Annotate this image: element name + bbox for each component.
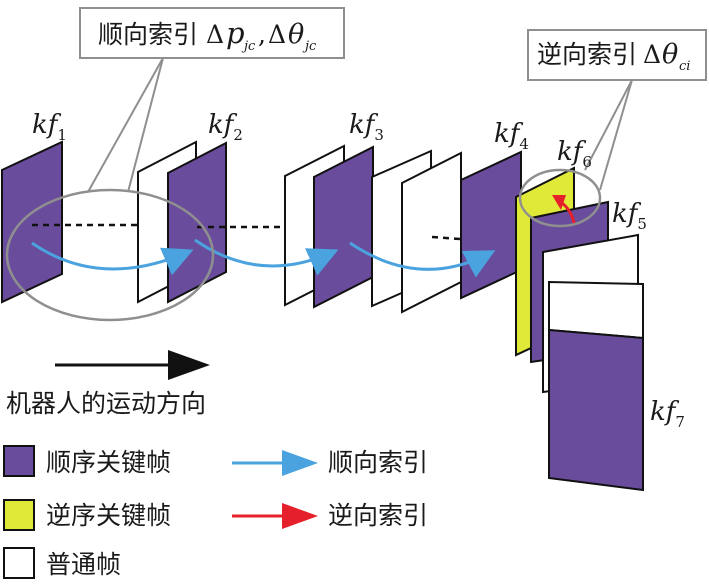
callout-lines — [87, 57, 633, 193]
reverse-arrow-stem — [561, 201, 576, 224]
legend-label-normal-frame: 普通帧 — [46, 550, 121, 579]
forward-index-arrows — [31, 238, 496, 278]
legend-label-reverse-index: 逆向索引 — [328, 501, 428, 530]
motion-arrow-head — [168, 350, 210, 380]
keyframe-1 — [0, 140, 63, 304]
trajectory-dashes — [32, 223, 461, 241]
forward-comma: , — [258, 20, 266, 49]
reverse-callout-label: 逆向索引 — [537, 40, 637, 69]
forward-arrow-2 — [194, 238, 339, 276]
frame-labels: kf1 kf2 kf3 kf4 kf6 kf5 kf7 — [32, 110, 685, 431]
legend-forward-arrow-head — [282, 450, 318, 476]
reverse-arrow-head — [552, 195, 566, 210]
frame-label-kf1: kf1 — [32, 110, 67, 144]
forward-p: p — [226, 16, 245, 50]
normal-frame-f — [548, 280, 644, 340]
legend-label-reverse-keyframe: 逆序关键帧 — [46, 501, 171, 530]
forward-delta-p: Δ — [206, 20, 224, 49]
reverse-callout-line-left — [599, 79, 633, 191]
reverse-index-arrow — [552, 195, 576, 224]
forward-callout-line-left — [87, 57, 164, 193]
forward-arrow-3 — [349, 241, 496, 278]
legend: 顺序关键帧 逆序关键帧 普通帧 顺向索引 逆向索引 — [3, 445, 428, 579]
reverse-index-ellipse — [518, 168, 602, 228]
frame-label-kf6: kf6 — [557, 137, 592, 171]
legend-swatch-reverse-keyframe — [3, 499, 35, 531]
frame-label-kf2: kf2 — [208, 110, 243, 144]
reverse-callout-box — [527, 29, 707, 81]
legend-reverse-arrow-head — [282, 503, 318, 529]
reverse-index-callout: 逆向索引 Δ θ ci — [527, 29, 707, 81]
trajectory-dash-3 — [431, 235, 461, 241]
forward-callout-line-right — [127, 57, 164, 193]
reverse-theta: θ — [662, 39, 678, 70]
frame-label-kf7: kf7 — [650, 397, 685, 431]
legend-label-keyframe: 顺序关键帧 — [46, 448, 171, 477]
forward-callout-label: 顺向索引 — [98, 20, 198, 49]
forward-theta: θ — [288, 19, 304, 50]
frame-label-kf3: kf3 — [349, 110, 384, 144]
legend-swatch-keyframe — [3, 445, 35, 477]
reverse-theta-sub: ci — [679, 59, 690, 74]
frames — [0, 140, 644, 492]
reverse-callout-line-right — [584, 79, 633, 171]
forward-arrow-1 — [31, 241, 194, 276]
forward-index-callout: 顺向索引 Δ p jc , Δ θ jc — [79, 7, 345, 59]
forward-p-sub: jc — [241, 39, 256, 54]
keyframe-7 — [548, 328, 644, 492]
reverse-delta: Δ — [643, 40, 661, 69]
motion-label: 机器人的运动方向 — [6, 389, 206, 418]
forward-delta-theta: Δ — [268, 20, 286, 49]
forward-theta-sub: jc — [302, 39, 317, 54]
keyframe-4 — [460, 150, 522, 300]
legend-label-forward-index: 顺向索引 — [328, 448, 428, 477]
legend-swatch-normal-frame — [3, 547, 35, 579]
forward-index-ellipse — [5, 188, 215, 322]
forward-callout-box — [79, 7, 345, 59]
frame-label-kf5: kf5 — [612, 199, 647, 233]
motion-direction: 机器人的运动方向 — [6, 350, 210, 418]
frame-label-kf4: kf4 — [494, 119, 529, 153]
